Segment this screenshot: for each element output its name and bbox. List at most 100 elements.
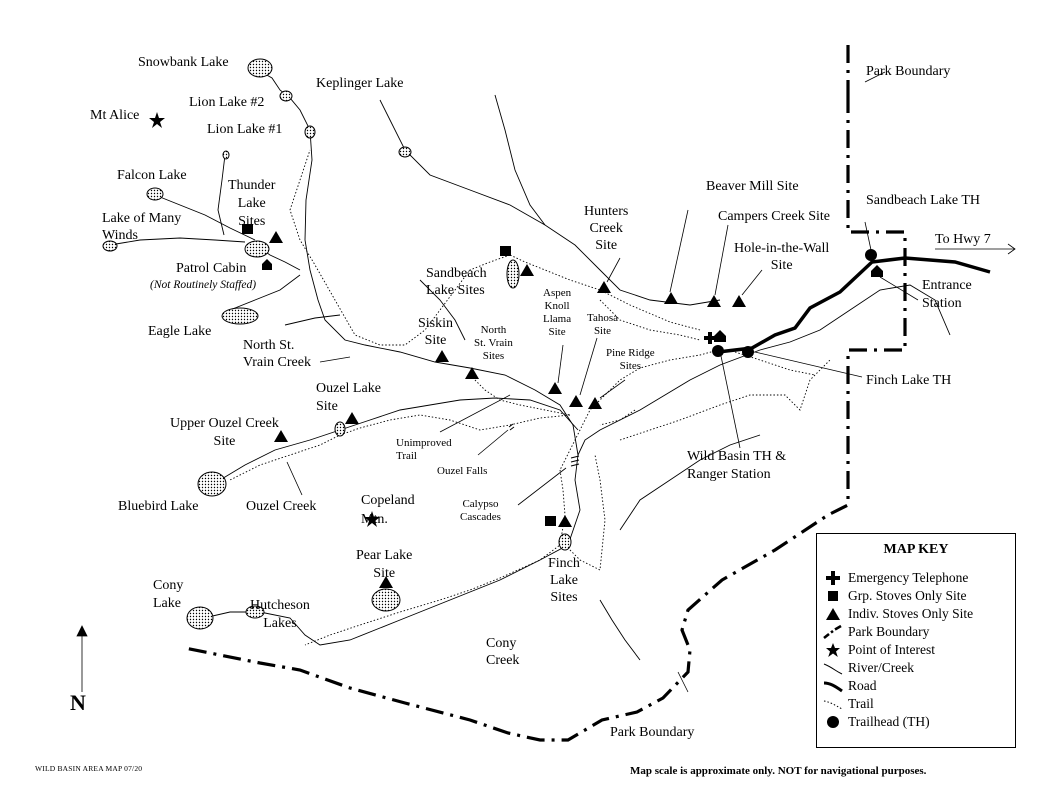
pear-lake-site-label: Pear Lake Site — [356, 548, 413, 581]
bluebird-lake — [197, 471, 227, 497]
ouzel-falls-label: Ouzel Falls — [437, 465, 488, 477]
lion-lake-2-label: Lion Lake #2 — [189, 95, 265, 110]
mt-alice-star-icon — [149, 112, 165, 128]
individual-stove-icon — [597, 281, 611, 293]
ouzel-lake — [334, 421, 346, 437]
lion-lake-1-label: Lion Lake #1 — [207, 122, 283, 137]
rivers — [109, 69, 951, 661]
cony-lake — [186, 606, 214, 630]
map-credit: WILD BASIN AREA MAP 07/20 — [35, 764, 143, 773]
map-disclaimer: Map scale is approximate only. NOT for n… — [630, 765, 927, 777]
north-st-vrain-sites-label: North St. Vrain Sites — [474, 324, 513, 362]
key-label: Trailhead (TH) — [848, 714, 930, 729]
key-row-river-creek: River/Creek — [823, 659, 914, 677]
lake-1 — [222, 150, 230, 160]
park-boundary-top-label: Park Boundary — [866, 64, 951, 79]
patrol-cabin-icon — [262, 259, 272, 270]
trail-icon — [823, 696, 843, 712]
patrol-cabin-label: Patrol Cabin — [176, 261, 247, 276]
key-row-emergency-telephone: Emergency Telephone — [823, 569, 968, 587]
to-hwy-7-label: To Hwy 7 — [935, 232, 991, 247]
key-label: Emergency Telephone — [848, 570, 969, 585]
hole-in-the-wall-site-label: Hole-in-the-Wall Site — [734, 241, 830, 273]
individual-stove-icon — [465, 367, 479, 379]
ouzel-lake-site-label: Ouzel Lake Site — [316, 381, 381, 414]
waterfalls — [508, 423, 580, 467]
individual-stove-icon — [435, 350, 449, 362]
sandbeach-lake-sites-label: Sandbeach Lake Sites — [426, 266, 487, 298]
beaver-mill-site-label: Beaver Mill Site — [706, 179, 799, 194]
individual-stove-icon — [664, 292, 678, 304]
individual-stove-icon — [269, 231, 283, 243]
individual-stove-icon — [823, 606, 843, 622]
hutcheson-lakes-label: Hutcheson Lakes — [250, 598, 310, 631]
upper-ouzel-creek-site-label: Upper Ouzel Creek Site — [170, 416, 279, 449]
individual-stove-icon — [520, 264, 534, 276]
buildings — [262, 259, 883, 344]
bluebird-lake-label: Bluebird Lake — [118, 499, 199, 514]
park-boundary-icon — [823, 624, 843, 640]
emergency-telephone-icon — [823, 570, 843, 586]
hutcheson-lakes — [245, 605, 265, 619]
individual-stove-icon — [345, 412, 359, 424]
patrol-cabin-note: (Not Routinely Staffed) — [150, 279, 257, 291]
wild-basin-th-ranger-station-label: Wild Basin TH & Ranger Station — [687, 449, 787, 482]
key-label: Grp. Stoves Only Site — [848, 588, 967, 603]
ranger-station-icon — [714, 330, 726, 342]
road-icon — [823, 678, 843, 694]
key-label: Road — [848, 678, 877, 693]
tahosa-site-label: Tahosa Site — [587, 312, 618, 337]
keplinger-lake — [398, 146, 412, 158]
key-row-trailhead: Trailhead (TH) — [823, 713, 930, 731]
finch-lake-trailhead — [742, 346, 754, 358]
finch-lake — [558, 533, 572, 551]
individual-stove-icon — [558, 515, 572, 527]
leader-lines — [76, 71, 1016, 693]
trailheads — [712, 249, 877, 358]
key-row-road: Road — [823, 677, 877, 695]
group-stove-sites — [242, 224, 556, 526]
river-creek-icon — [823, 660, 843, 676]
finch-lake-th-label: Finch Lake TH — [866, 373, 952, 388]
individual-stove-icon — [707, 295, 721, 307]
entrance-station-label: Entrance Station — [922, 278, 972, 311]
emergency-telephone-icon — [704, 332, 716, 344]
key-label: Park Boundary — [848, 624, 930, 639]
sandbeach-lake-trailhead — [865, 249, 877, 261]
copeland-mtn-star-icon — [364, 511, 380, 527]
key-row-individual-stove: Indiv. Stoves Only Site — [823, 605, 973, 623]
calypso-cascades-label: Calypso Cascades — [460, 498, 501, 523]
sandbeach-lake — [506, 259, 520, 289]
falcon-lake-label: Falcon Lake — [117, 168, 187, 183]
key-row-park-boundary: Park Boundary — [823, 623, 929, 641]
eagle-lake — [221, 307, 259, 325]
falcon-lake — [146, 187, 164, 201]
group-stove-icon — [545, 516, 556, 526]
individual-stove-icon — [569, 395, 583, 407]
group-stove-icon — [823, 588, 843, 604]
point-of-interest-star-icon — [823, 642, 843, 658]
siskin-site-label: Siskin Site — [418, 316, 454, 348]
lake-of-many-winds-label: Lake of Many Winds — [102, 211, 182, 243]
trailhead-icon — [823, 714, 843, 730]
lion-lake-1 — [304, 125, 316, 139]
finch-lake-sites-label: Finch Lake Sites — [548, 556, 580, 605]
sandbeach-lake-th-label: Sandbeach Lake TH — [866, 193, 981, 208]
north-arrow-label: N — [70, 690, 86, 715]
individual-stove-icon — [548, 382, 562, 394]
individual-stove-sites — [269, 231, 746, 588]
group-stove-icon — [242, 224, 253, 234]
unimproved-trail-label: Unimproved Trail — [396, 437, 452, 462]
map-key-title: MAP KEY — [883, 542, 949, 557]
key-row-point-of-interest: Point of Interest — [823, 641, 935, 659]
mt-alice-label: Mt Alice — [90, 108, 140, 123]
park-boundary-bottom-label: Park Boundary — [610, 725, 695, 740]
thunder-lake — [244, 240, 270, 258]
key-label: Indiv. Stoves Only Site — [848, 606, 974, 621]
lakes — [102, 58, 572, 630]
cony-creek-label: Cony Creek — [486, 636, 520, 668]
entrance-station-icon — [871, 265, 883, 277]
key-label: River/Creek — [848, 660, 914, 675]
key-row-trail: Trail — [823, 695, 874, 713]
